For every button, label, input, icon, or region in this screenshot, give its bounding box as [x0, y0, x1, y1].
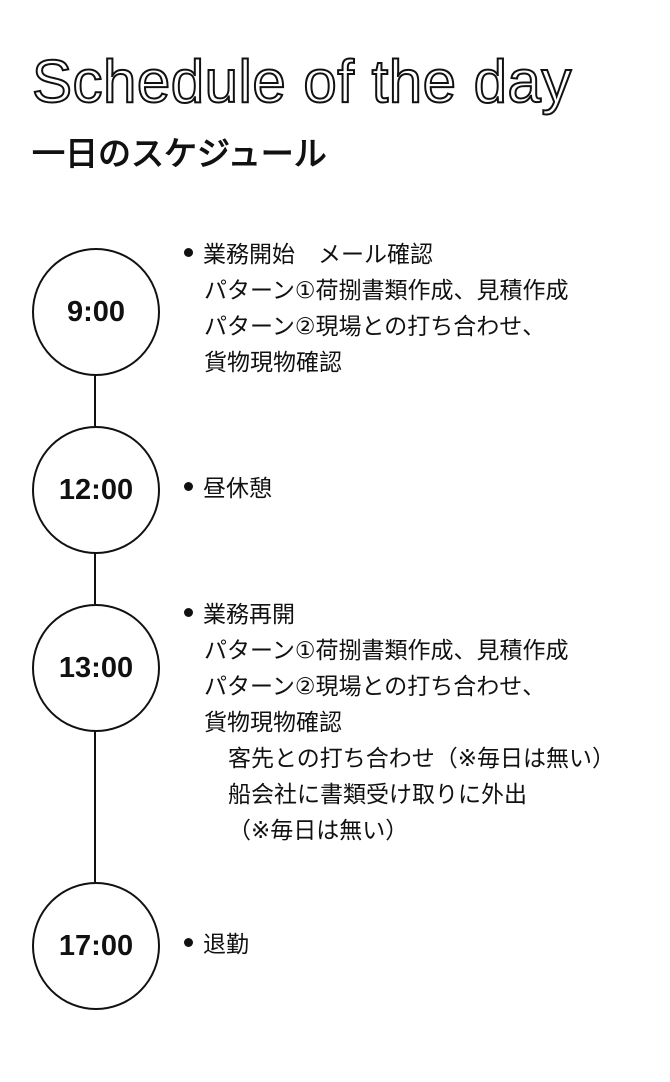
entry-detail-line: パターン②現場との打ち合わせ、 — [204, 674, 546, 700]
entry-lead-text: 業務開始 メール確認 — [203, 242, 433, 268]
entry-subdetail-line: （※毎日は無い） — [228, 818, 409, 844]
time-label: 17:00 — [58, 929, 134, 962]
entry-lead-line: 業務再開 — [184, 597, 664, 633]
entry-lead-text: 退勤 — [203, 932, 249, 958]
entry-detail-line: パターン①荷捌書類作成、見積作成 — [204, 638, 569, 664]
time-label: 9:00 — [66, 295, 126, 328]
timeline-connector — [94, 550, 96, 604]
entry-subdetail-line: 客先との打ち合わせ（※毎日は無い） — [228, 746, 616, 772]
bullet-icon — [184, 938, 193, 947]
entry-lead-line: 昼休憩 — [184, 471, 664, 507]
entry-lead-text: 業務再開 — [203, 602, 295, 628]
time-circle-0900: 9:00 — [32, 248, 160, 376]
bullet-icon — [184, 608, 193, 617]
schedule-entry-1200: 昼休憩 — [184, 471, 664, 507]
entry-lead-line: 業務開始 メール確認 — [184, 237, 664, 273]
entry-detail-line: 貨物現物確認 — [204, 710, 342, 736]
time-circle-1200: 12:00 — [32, 426, 160, 554]
entry-detail-line: パターン②現場との打ち合わせ、 — [204, 314, 546, 340]
timeline-connector — [94, 728, 96, 882]
time-label: 13:00 — [58, 651, 134, 684]
schedule-entry-0900: 業務開始 メール確認 パターン①荷捌書類作成、見積作成 パターン②現場との打ち合… — [184, 237, 664, 381]
page-title-japanese: 一日のスケジュール — [32, 134, 327, 173]
bullet-icon — [184, 482, 193, 491]
entry-detail-line: パターン①荷捌書類作成、見積作成 — [204, 278, 569, 304]
page-title-english: Schedule of the day — [31, 47, 572, 116]
time-label: 12:00 — [58, 473, 134, 506]
schedule-entry-1300: 業務再開 パターン①荷捌書類作成、見積作成 パターン②現場との打ち合わせ、 貨物… — [184, 597, 664, 849]
time-circle-1700: 17:00 — [32, 882, 160, 1010]
bullet-icon — [184, 248, 193, 257]
time-circle-1300: 13:00 — [32, 604, 160, 732]
entry-lead-text: 昼休憩 — [203, 476, 272, 502]
schedule-entry-1700: 退勤 — [184, 927, 664, 963]
timeline-connector — [94, 372, 96, 426]
entry-detail-line: 貨物現物確認 — [204, 350, 342, 376]
entry-lead-line: 退勤 — [184, 927, 664, 963]
entry-subdetail-line: 船会社に書類受け取りに外出 — [228, 782, 527, 808]
